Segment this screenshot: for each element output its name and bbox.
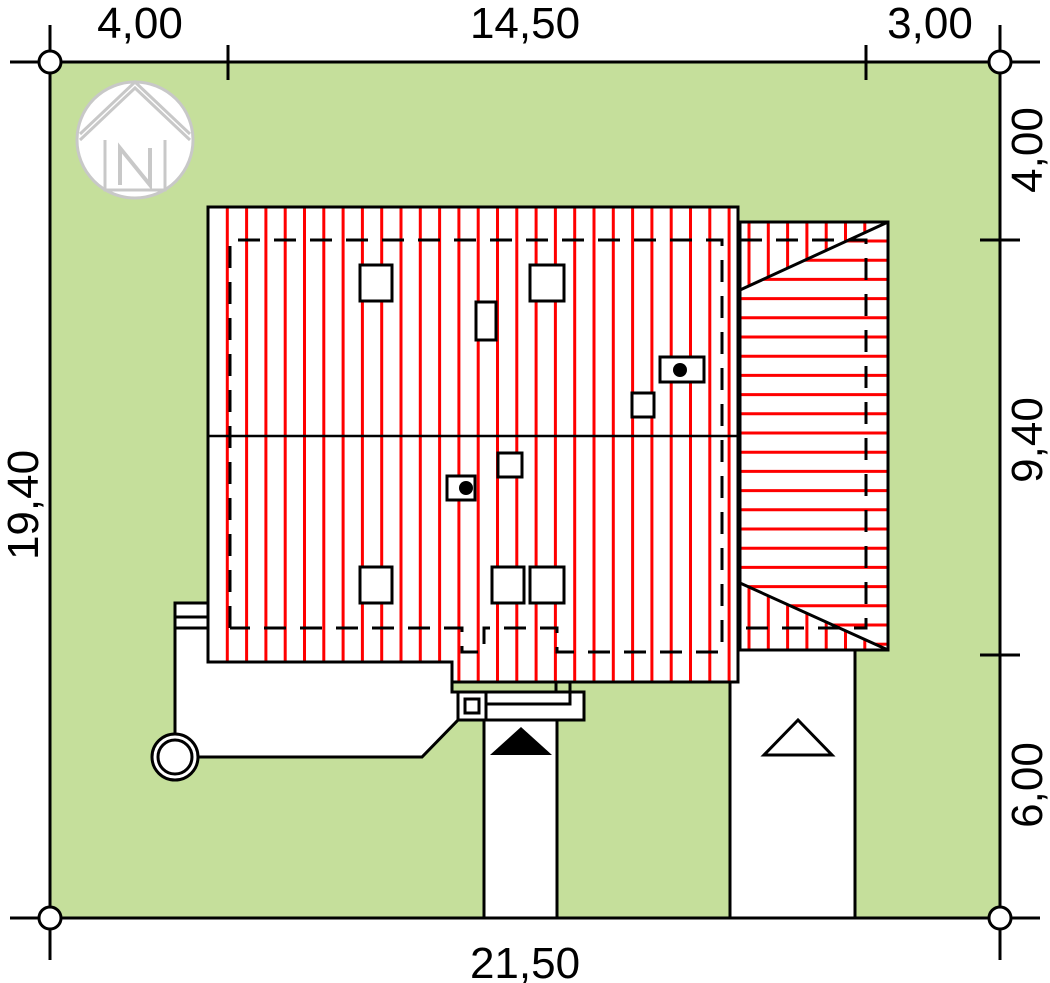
dim-left: 19,40 bbox=[0, 450, 48, 560]
roof-window bbox=[528, 263, 566, 303]
roof-window bbox=[358, 565, 394, 605]
corner-marker bbox=[37, 49, 63, 75]
vent bbox=[496, 451, 524, 479]
dim-right-middle: 9,40 bbox=[1003, 397, 1050, 483]
entrance-step bbox=[486, 682, 572, 706]
gate-post-inner bbox=[156, 738, 194, 776]
corner-marker bbox=[987, 905, 1013, 931]
garage-roof-outline bbox=[738, 220, 890, 652]
garage-entrance-arrow-icon bbox=[760, 717, 836, 757]
roof-window bbox=[358, 263, 394, 303]
wall-outline-dashed bbox=[228, 238, 724, 654]
dim-right-bottom: 6,00 bbox=[1003, 742, 1050, 828]
dim-bottom: 21,50 bbox=[470, 939, 580, 983]
garage-wall-dashed bbox=[740, 238, 868, 630]
driveway bbox=[728, 648, 857, 920]
entrance-arrow-icon bbox=[490, 727, 552, 755]
corner-marker bbox=[987, 49, 1013, 75]
flue-dot bbox=[459, 481, 473, 495]
dim-top-right: 3,00 bbox=[887, 0, 973, 48]
hip-line bbox=[739, 581, 889, 652]
dim-top-middle: 14,50 bbox=[470, 0, 580, 48]
entrance-pillar-inner bbox=[463, 697, 481, 715]
flue-dot bbox=[673, 363, 687, 377]
dim-right-top: 4,00 bbox=[1003, 107, 1050, 193]
garage-roof bbox=[740, 222, 888, 650]
roof-window bbox=[474, 300, 498, 342]
roof-window bbox=[490, 565, 526, 605]
vent bbox=[630, 391, 656, 419]
north-arrow-icon bbox=[75, 79, 195, 200]
main-roof-outline bbox=[206, 205, 740, 684]
main-roof bbox=[208, 207, 738, 682]
entrance-pillar bbox=[456, 690, 488, 722]
entrance-step bbox=[486, 682, 558, 694]
corner-marker bbox=[37, 905, 63, 931]
roof-window bbox=[528, 565, 566, 605]
dim-top-left: 4,00 bbox=[97, 0, 183, 48]
hip-line bbox=[739, 220, 889, 292]
